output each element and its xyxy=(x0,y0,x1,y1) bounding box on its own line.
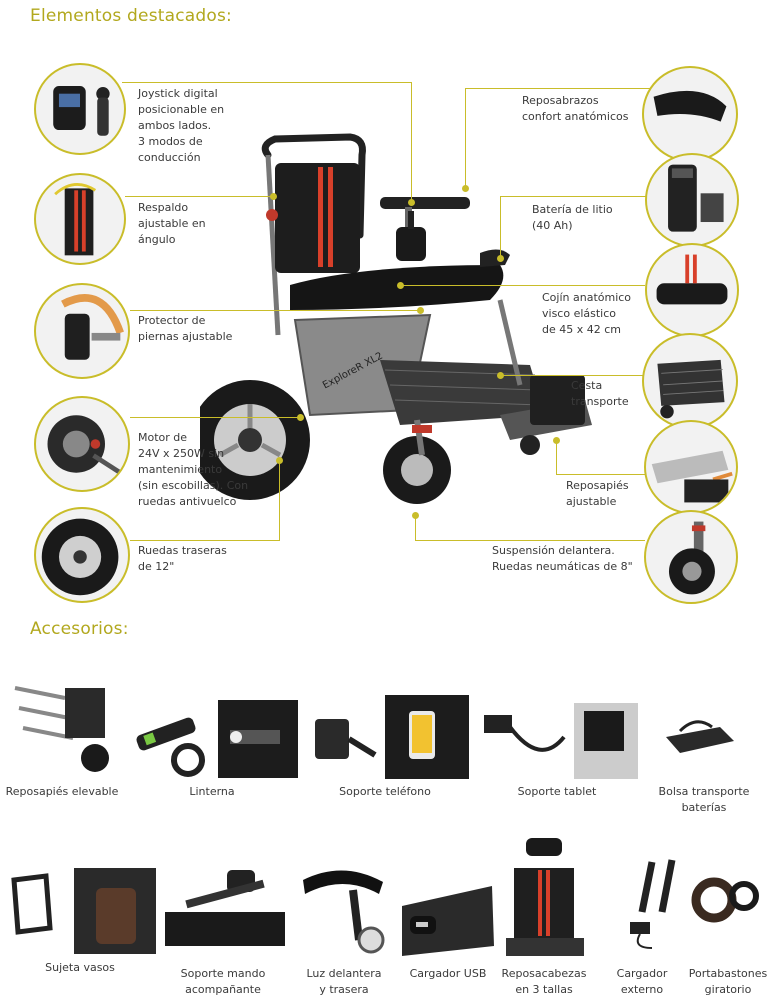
accessory-flashlight-label: Linterna xyxy=(189,785,235,798)
accessory-phone-holder-image xyxy=(305,695,470,780)
rear-wheels-detail-circle xyxy=(34,507,130,603)
accessory-cane-holder-image xyxy=(688,870,766,930)
leg-guard-detail-circle xyxy=(34,283,130,379)
connector-footrest xyxy=(556,474,646,475)
suspension-detail-circle xyxy=(644,510,738,604)
accessory-usb-charger-image xyxy=(402,876,494,956)
connector-motor xyxy=(130,417,300,418)
backrest-detail-circle xyxy=(34,173,126,265)
accessory-battery-bag-image xyxy=(660,715,740,760)
accessory-phone-holder-label: Soporte teléfono xyxy=(339,785,431,798)
accessory-cup-holder-label: Sujeta vasos xyxy=(45,961,115,974)
accessory-usb-charger-label: Cargador USB xyxy=(409,967,487,980)
footrest-detail-circle xyxy=(644,420,738,514)
battery-detail-circle xyxy=(645,153,739,247)
highlights-title: Elementos destacados: xyxy=(30,6,232,26)
connector-backrest xyxy=(125,196,273,197)
connector-rear-wheels xyxy=(130,540,280,541)
connector-leg-guard xyxy=(130,310,420,311)
cushion-detail-circle xyxy=(645,243,739,337)
connector-suspension xyxy=(415,540,645,541)
suspension-label: Suspensión delantera.Ruedas neumáticas d… xyxy=(492,544,633,573)
connector-battery xyxy=(500,196,650,197)
joystick-detail-circle xyxy=(34,63,126,155)
accessory-elevating-footrest-label: Reposapiés elevable xyxy=(5,785,119,798)
connector-armrests xyxy=(465,88,650,89)
armrests-detail-circle xyxy=(642,66,738,162)
accessory-headrest-image xyxy=(500,838,588,960)
motor-detail-circle xyxy=(34,396,130,492)
battery-label: Batería de litio(40 Ah) xyxy=(532,203,613,232)
wheelchair-illustration: ExploreR XL2 xyxy=(190,125,600,520)
accessory-tablet-holder-image xyxy=(480,697,640,782)
connector-basket xyxy=(500,375,645,376)
accessories-title: Accesorios: xyxy=(30,619,129,639)
accessory-flashlight-image xyxy=(130,700,300,780)
accessory-external-charger-image xyxy=(612,852,692,952)
accessory-companion-control-image xyxy=(165,866,285,946)
accessory-cup-holder-image xyxy=(4,868,156,954)
connector-joystick xyxy=(122,82,411,83)
accessory-front-rear-light-image xyxy=(293,860,393,960)
accessory-tablet-holder-label: Soporte tablet xyxy=(517,785,597,798)
accessory-elevating-footrest-image xyxy=(5,668,125,778)
connector-cushion xyxy=(400,285,645,286)
basket-detail-circle xyxy=(642,333,738,429)
